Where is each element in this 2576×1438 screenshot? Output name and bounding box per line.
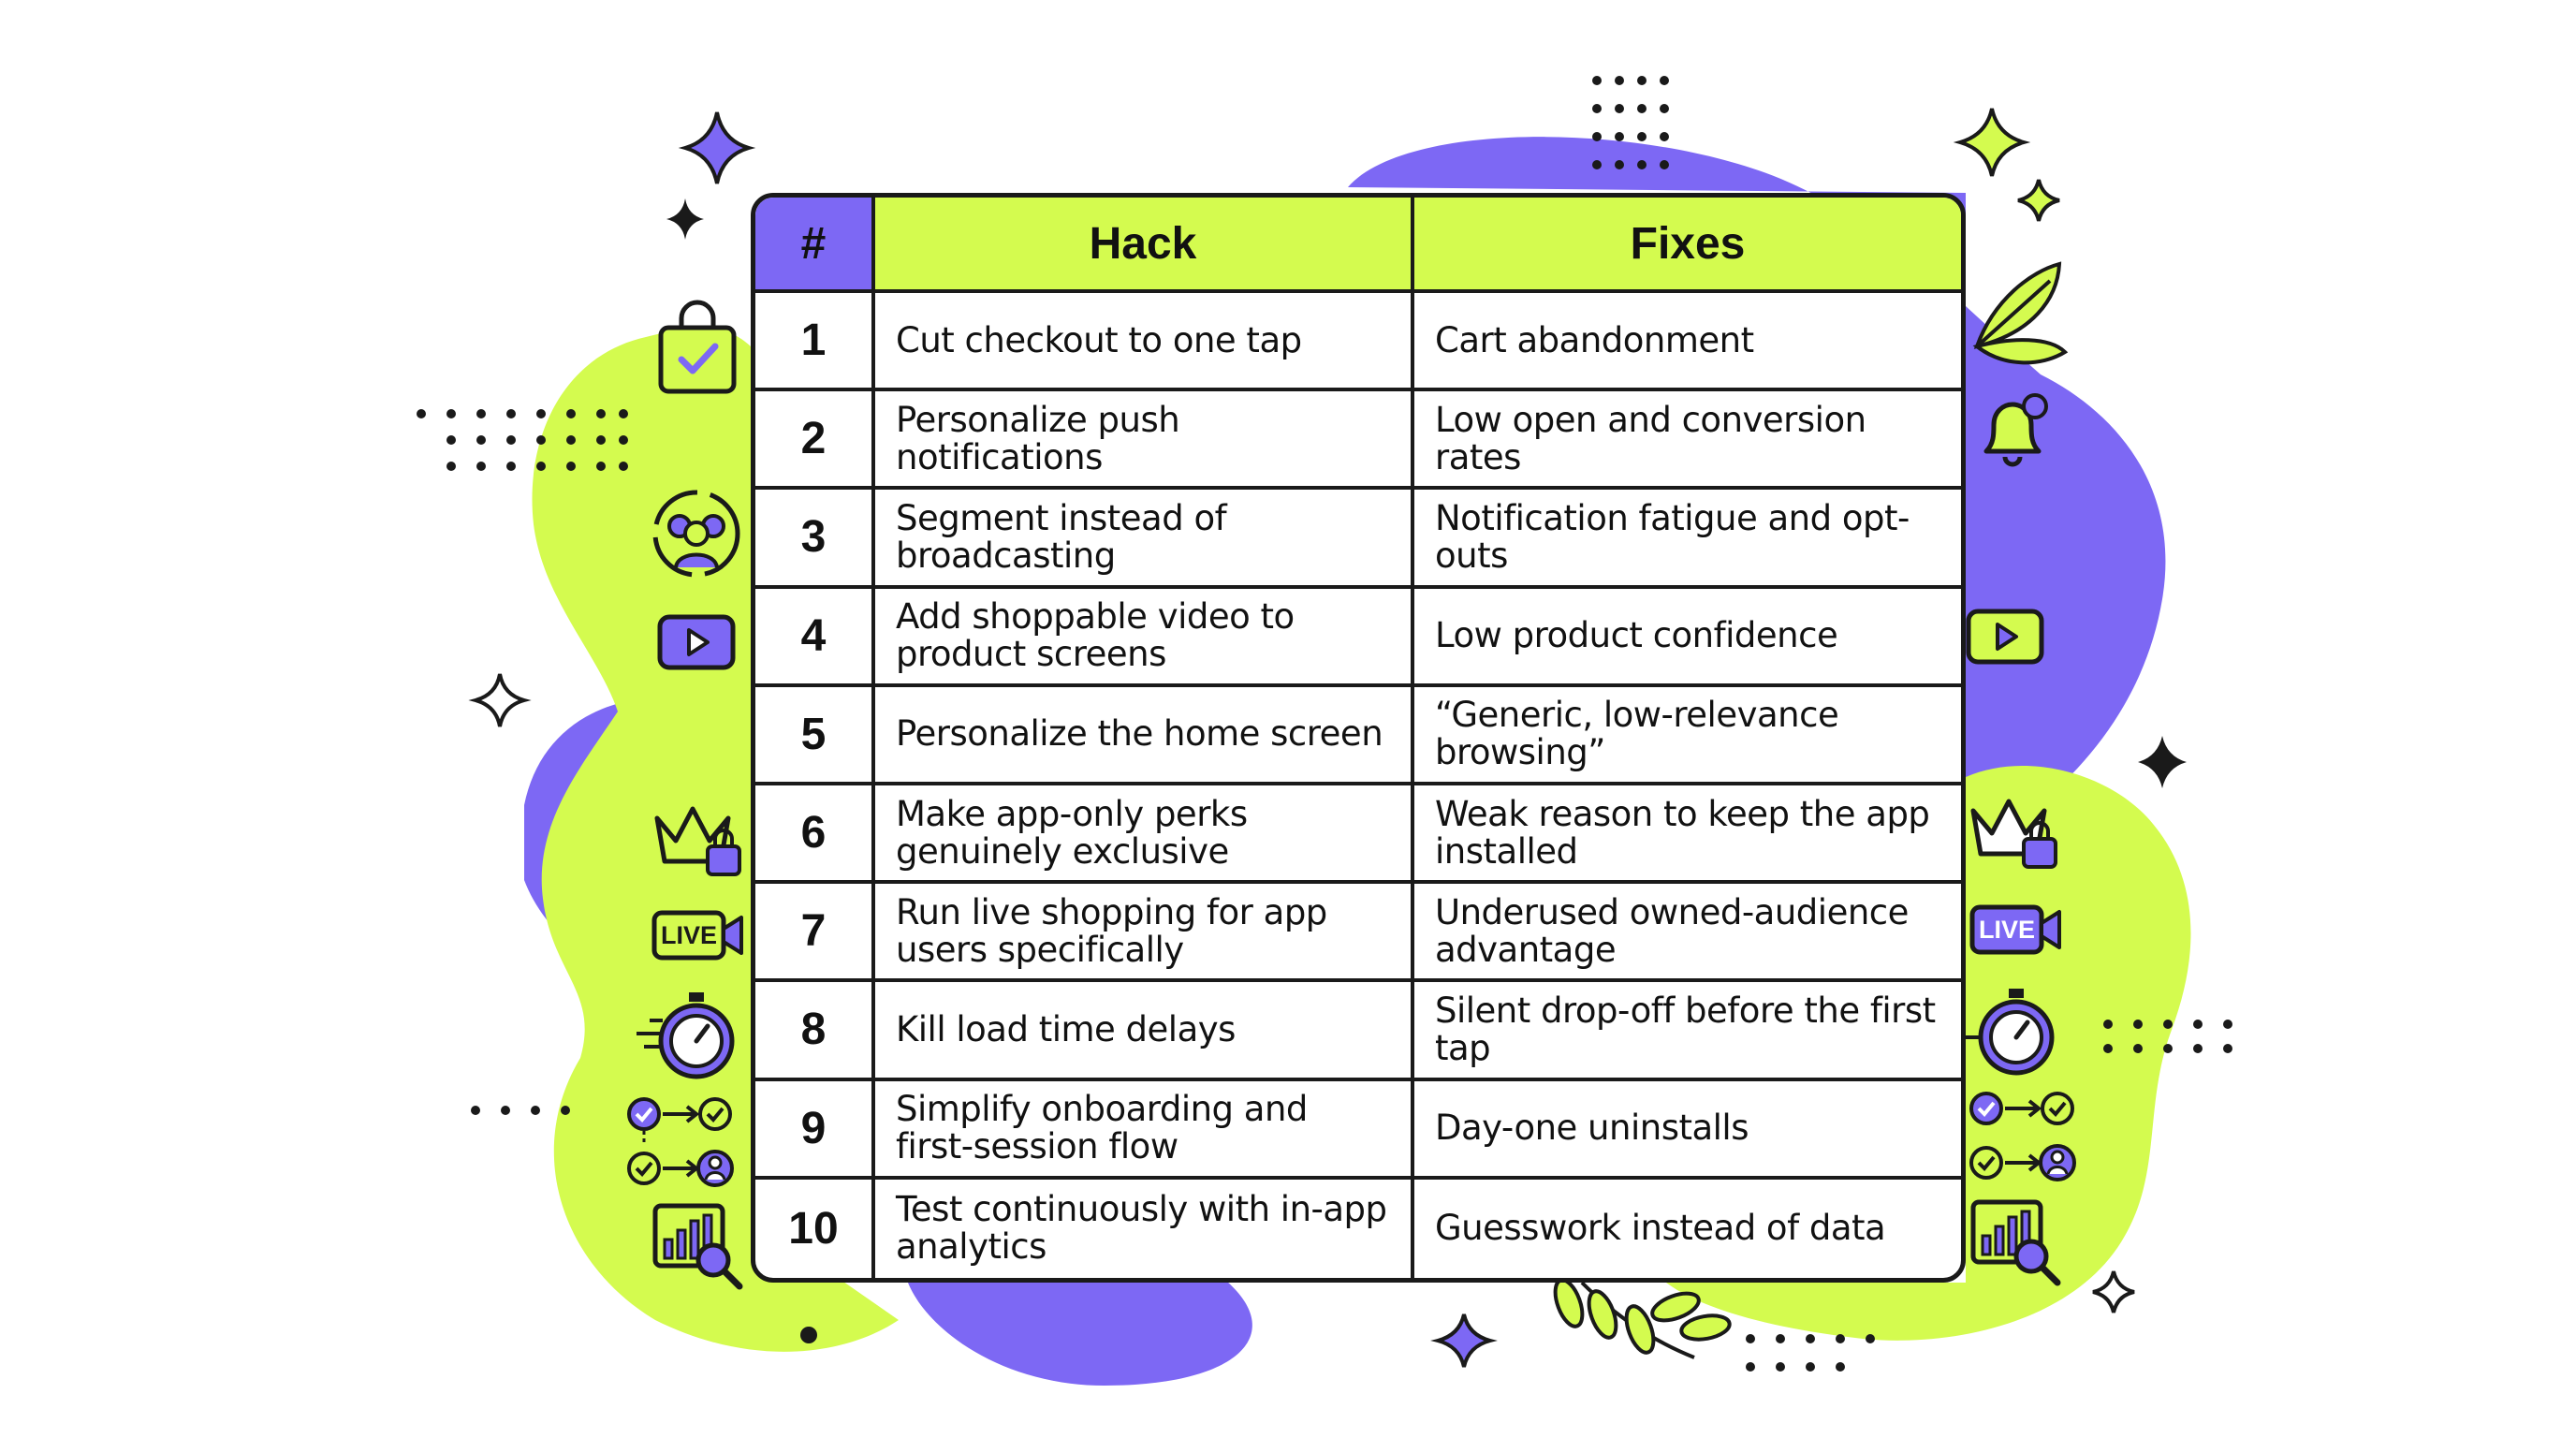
sparkle-icon: [2138, 736, 2187, 788]
row-number: 10: [755, 1179, 875, 1278]
column-header-hack: Hack: [875, 198, 1414, 293]
dot-row-left-bottom: [471, 1106, 570, 1115]
crown-lock-icon: [650, 796, 749, 880]
row-number: 7: [755, 884, 875, 983]
sparkle-icon: [1953, 108, 2031, 177]
hack-cell: Make app-only perks genuinely exclusive: [875, 785, 1414, 885]
chart-magnifier-icon: [1969, 1198, 2063, 1286]
stopwatch-icon: [1953, 985, 2057, 1078]
stopwatch-icon: [633, 989, 738, 1082]
crown-lock-icon: [1966, 788, 2065, 873]
row-number: 9: [755, 1080, 875, 1180]
flow-check-user-icon: [1966, 1088, 2078, 1185]
row-number: 2: [755, 391, 875, 491]
row-number: 1: [755, 293, 875, 392]
live-camera-icon: LIVE: [651, 910, 745, 961]
sparkle-icon: [678, 111, 756, 184]
fixes-cell: Low open and conversion rates: [1414, 391, 1961, 491]
fixes-cell: Guesswork instead of data: [1435, 1208, 1886, 1249]
shopping-bag-check-icon: [655, 298, 739, 397]
flow-check-user-icon: [623, 1093, 736, 1191]
fixes-cell: Cart abandonment: [1414, 293, 1961, 392]
sparkle-icon: [2092, 1270, 2135, 1313]
hack-cell: Kill load time delays: [875, 982, 1414, 1081]
dot-grid-bottom: [1746, 1334, 1875, 1372]
fixes-cell: Underused owned-audience advantage: [1414, 884, 1961, 983]
fixes-cell: Silent drop-off before the first tap: [1414, 982, 1961, 1081]
purple-blob-top-right: [1348, 137, 2166, 825]
row-number: 6: [755, 785, 875, 885]
hack-cell: Test continuously with in-app analytics: [875, 1179, 1414, 1278]
hack-cell: Personalize the home screen: [875, 686, 1414, 785]
leaf-icon: [1553, 1278, 1732, 1359]
row-number: 4: [755, 588, 875, 687]
column-header-fixes: Fixes: [1414, 198, 1961, 293]
play-video-icon: [657, 614, 736, 670]
dot-grid-top: [1592, 76, 1669, 169]
bell-icon: [1977, 391, 2052, 472]
sparkle-icon: [468, 673, 532, 727]
row-number: 3: [755, 490, 875, 589]
hack-cell: Run live shopping for app users specific…: [875, 884, 1414, 983]
fixes-cell: Low product confidence: [1414, 589, 1961, 687]
hack-cell: Personalize push notifications: [875, 391, 1414, 491]
hack-cell: Add shoppable video to product screens: [875, 588, 1414, 687]
play-video-icon: [1966, 609, 2044, 665]
hack-cell: Simplify onboarding and first-session fl…: [875, 1080, 1414, 1180]
row-number: 8: [755, 982, 875, 1081]
sparkle-icon: [1430, 1313, 1498, 1368]
dot-single: [800, 1327, 817, 1343]
live-badge-label: LIVE: [660, 921, 717, 949]
hacks-table: # Hack Fixes 1 Cut checkout to one tap C…: [751, 193, 1966, 1283]
hack-cell: Segment instead of broadcasting: [875, 490, 1414, 589]
dot-grid-left: [417, 409, 628, 471]
fixes-cell: “Generic, low-relevance browsing”: [1414, 687, 1961, 785]
leaf-icon: [1972, 261, 2069, 365]
live-camera-icon: LIVE: [1969, 904, 2063, 955]
fixes-cell: Weak reason to keep the app installed: [1414, 785, 1961, 885]
sparkle-icon: [2017, 179, 2060, 222]
fixes-cell: Day-one uninstalls: [1414, 1081, 1961, 1180]
users-group-icon: [650, 487, 743, 580]
live-badge-label: LIVE: [1978, 916, 2035, 944]
column-header-number: #: [755, 198, 875, 293]
fixes-cell: Notification fatigue and opt-outs: [1414, 490, 1961, 589]
lime-blob-right: [1666, 766, 2191, 1341]
sparkle-icon: [666, 198, 704, 240]
row-number: 5: [755, 686, 875, 785]
dot-grid-right: [2103, 1020, 2232, 1053]
hack-cell: Cut checkout to one tap: [875, 293, 1414, 392]
chart-magnifier-icon: [651, 1202, 745, 1290]
